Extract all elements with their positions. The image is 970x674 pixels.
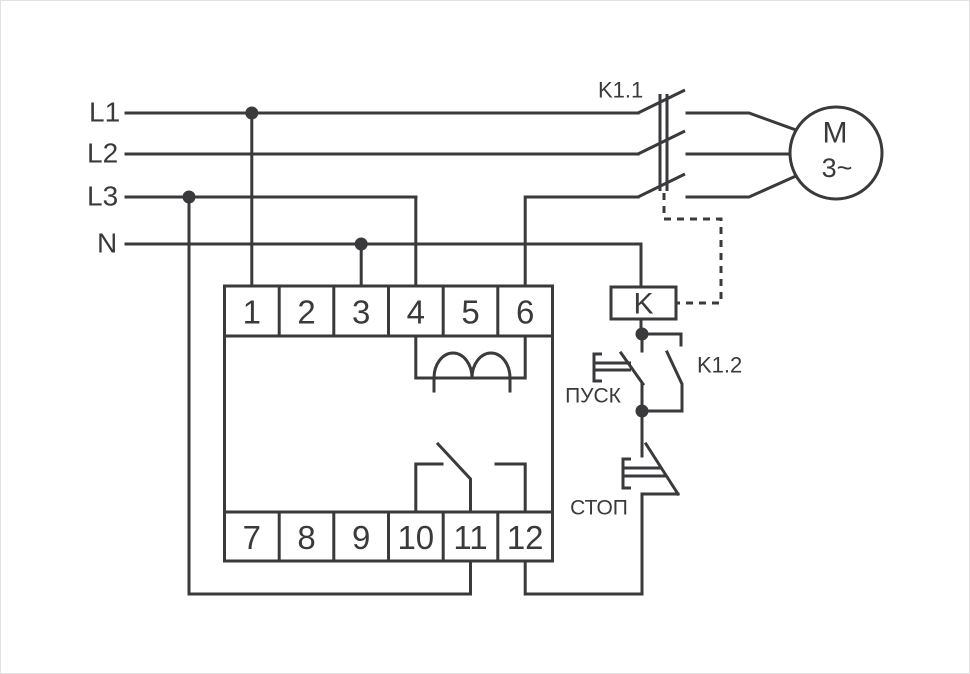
internal-winding-symbol [414, 334, 527, 393]
terminal-6-label: 6 [516, 294, 534, 331]
wire-terminal12-to-stop [523, 492, 644, 596]
wire-terminal6-to-contactor [523, 195, 640, 288]
junction-dot-l3 [182, 190, 196, 204]
label-k11: K1.1 [598, 78, 643, 103]
terminal-12-label: 12 [507, 519, 544, 556]
internal-changeover-contact [414, 441, 527, 514]
start-button-actuator [592, 352, 631, 383]
aux-contact-k12 [640, 332, 684, 413]
coil-k-box [609, 285, 678, 321]
bottom-terminal-dividers [277, 510, 500, 563]
label-l1: L1 [89, 97, 120, 128]
contactor-coil-mechanical-link-dashed [662, 193, 723, 305]
stop-button-actuator [621, 457, 666, 490]
terminal-9-label: 9 [352, 519, 370, 556]
terminal-8-label: 8 [297, 519, 315, 556]
device-terminal-row-lines [223, 334, 554, 514]
terminal-4-label: 4 [407, 294, 425, 331]
contactor-k11-link-bars [658, 94, 669, 191]
terminal-11-label: 11 [453, 519, 487, 556]
label-k12: K1.2 [697, 353, 742, 378]
label-n: N [97, 228, 117, 259]
wire-terminal11-to-l3 [187, 195, 472, 596]
label-start-button: ПУСК [565, 385, 622, 408]
label-stop-button: СТОП [570, 497, 628, 520]
stop-button-contact [640, 409, 681, 497]
label-coil-k: K [633, 288, 653, 321]
junction-dot-n [354, 237, 368, 251]
terminal-2-label: 2 [297, 294, 315, 331]
terminal-1-label: 1 [243, 294, 261, 331]
top-terminal-dividers [277, 284, 500, 338]
label-motor-phase: 3~ [822, 153, 853, 183]
label-l3: L3 [87, 181, 118, 212]
terminal-10-label: 10 [397, 519, 434, 556]
wires-contactor-to-motor [685, 111, 798, 199]
start-button-contact [618, 332, 646, 413]
motor-circle [788, 105, 884, 201]
junction-dot-l1 [245, 106, 259, 120]
terminal-7-label: 7 [243, 519, 261, 556]
label-motor-m: M [823, 117, 848, 150]
terminal-3-label: 3 [352, 294, 370, 331]
label-l2: L2 [87, 138, 118, 169]
terminal-5-label: 5 [461, 294, 479, 331]
